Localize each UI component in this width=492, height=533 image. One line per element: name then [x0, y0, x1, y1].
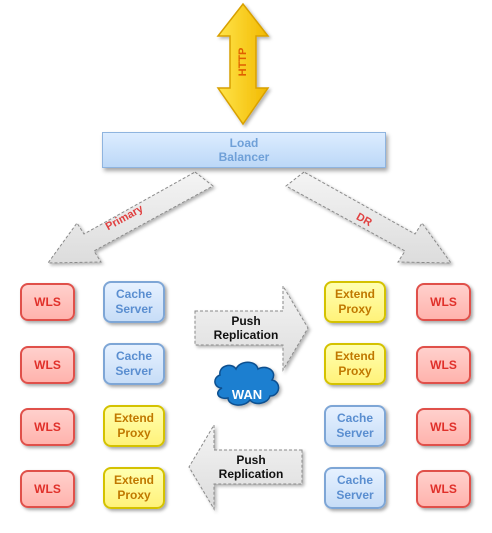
- push-replication-arrow-right: [194, 284, 309, 372]
- cache-server-node-right: Cache Server: [324, 467, 386, 509]
- wls-node-left: WLS: [20, 470, 75, 508]
- wls-node-right: WLS: [416, 470, 471, 508]
- wls-node-right: WLS: [416, 346, 471, 384]
- extend-proxy-node-left: Extend Proxy: [103, 405, 165, 447]
- wls-node-left: WLS: [20, 408, 75, 446]
- wan-cloud-icon: [214, 361, 280, 406]
- cache-server-node-left: Cache Server: [103, 281, 165, 323]
- extend-proxy-node-left: Extend Proxy: [103, 467, 165, 509]
- extend-proxy-node-right: Extend Proxy: [324, 343, 386, 385]
- push-replication-arrow-left: [188, 423, 303, 511]
- cache-server-node-right: Cache Server: [324, 405, 386, 447]
- wan-label: WAN: [231, 387, 263, 402]
- load-balancer: Load Balancer: [102, 132, 386, 168]
- wls-node-left: WLS: [20, 283, 75, 321]
- dr-arrow: [285, 171, 452, 264]
- wls-node-right: WLS: [416, 408, 471, 446]
- push-replication-label-top: Push Replication: [213, 314, 279, 342]
- wls-node-left: WLS: [20, 346, 75, 384]
- http-arrow: [216, 2, 270, 126]
- wls-node-right: WLS: [416, 283, 471, 321]
- primary-arrow: [47, 171, 214, 264]
- http-label: HTTP: [237, 47, 249, 77]
- extend-proxy-node-right: Extend Proxy: [324, 281, 386, 323]
- cache-server-node-left: Cache Server: [103, 343, 165, 385]
- push-replication-label-bottom: Push Replication: [218, 453, 284, 481]
